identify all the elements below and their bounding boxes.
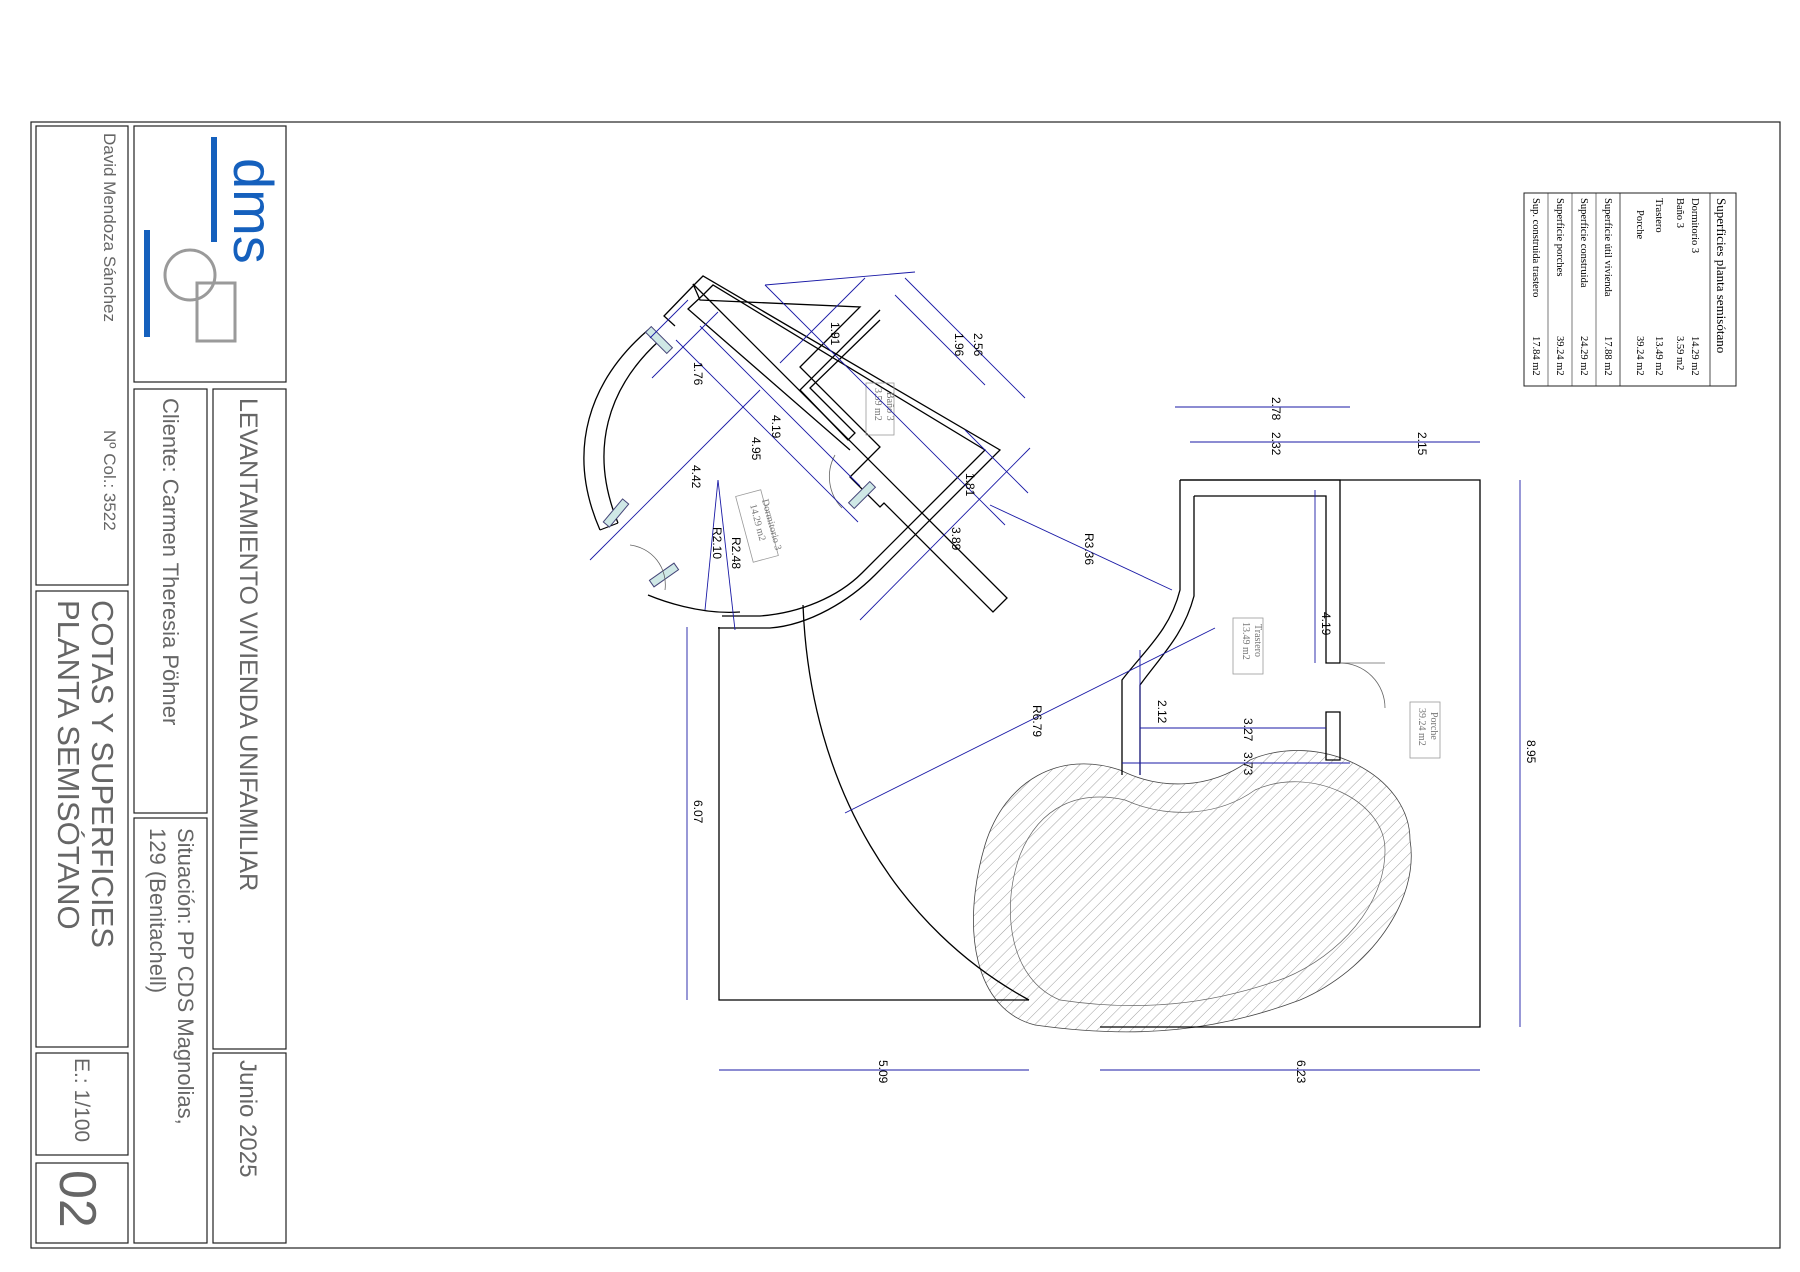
room-label-bano: Baño 3 3.59 m2 (865, 382, 895, 436)
floor-plan (583, 275, 1481, 1033)
surfaces-row-value: 24.29 m2 (1578, 336, 1589, 376)
dim-label: 5.09 (876, 1060, 890, 1084)
dim-label: R3.36 (1082, 533, 1096, 565)
title-block (35, 125, 287, 1244)
date: Junio 2025 (234, 1060, 261, 1177)
dim-label: 1.81 (963, 473, 977, 497)
surfaces-table: Superficies planta semisótano Dormitorio… (1523, 192, 1737, 387)
dim-label: 2.15 (1415, 432, 1429, 456)
author-name: David Mendoza Sánchez (100, 133, 119, 322)
dms-logo: dms (144, 137, 285, 343)
dim-label: 4.42 (689, 465, 703, 489)
surfaces-row-value: 17.84 m2 (1530, 336, 1541, 376)
svg-text:Trastero: Trastero (1252, 624, 1263, 657)
dimension-lines (589, 271, 1521, 1071)
dim-label: 3.27 (1241, 718, 1255, 742)
project-title: LEVANTAMIENTO VIVIENDA UNIFAMILIAR (234, 398, 262, 891)
situation-line2: 129 (Benitachell) (145, 828, 170, 993)
dim-label: R6.79 (1030, 705, 1044, 737)
sheet-frame (30, 121, 1781, 1249)
college-number: Nº Col.: 3522 (100, 430, 119, 531)
svg-text:Porche: Porche (1428, 712, 1439, 740)
surfaces-row-value: 39.24 m2 (1634, 336, 1645, 376)
scale: E.: 1/100 (70, 1058, 93, 1142)
surfaces-row-label: Superficie construida (1578, 198, 1589, 288)
logo-text: dms (222, 158, 285, 264)
dim-label: 1.96 (952, 333, 966, 357)
room-label-porche: Porche 39.24 m2 (1409, 701, 1441, 759)
client-name: Cliente: Carmen Theresia Pöhner (158, 398, 183, 725)
pool-shape (973, 750, 1412, 1033)
dim-label: R2.10 (710, 527, 724, 559)
dim-label: 4.19 (1319, 612, 1333, 636)
surfaces-row-label: Trastero (1653, 198, 1664, 233)
surfaces-row-value: 3.59 m2 (1674, 336, 1685, 370)
svg-text:39.24 m2: 39.24 m2 (1416, 708, 1427, 746)
svg-text:13.49 m2: 13.49 m2 (1240, 622, 1251, 660)
dim-label: 3.73 (1241, 752, 1255, 776)
dim-label: 2.78 (1269, 397, 1283, 421)
dim-label: 8.95 (1524, 740, 1538, 764)
dim-label: 6.07 (691, 800, 705, 824)
surfaces-row-label: Superficie útil vivienda (1602, 198, 1613, 297)
dim-label: 1.91 (828, 322, 842, 346)
surfaces-row-label: Baño 3 (1674, 198, 1685, 228)
dim-label: 2.12 (1155, 700, 1169, 724)
sheet-title-line2: PLANTA SEMISÓTANO (51, 600, 86, 930)
surfaces-row-label: Porche (1634, 210, 1645, 239)
svg-text:Baño 3: Baño 3 (884, 392, 895, 421)
dim-label: 1.76 (691, 362, 705, 386)
dim-label: 2.32 (1269, 432, 1283, 456)
surfaces-row-label: Sup. construida trastero (1530, 198, 1541, 297)
surfaces-row-value: 13.49 m2 (1653, 336, 1664, 376)
situation-line1: Situación: PP CDS Magnolias, (173, 828, 198, 1125)
dim-label: 4.95 (749, 437, 763, 461)
sheet-number: 02 (48, 1170, 106, 1228)
dim-label: 6.23 (1294, 1060, 1308, 1084)
surfaces-row-value: 17.88 m2 (1602, 336, 1613, 376)
room-label-trastero: Trastero 13.49 m2 (1232, 617, 1264, 675)
surfaces-row-value: 39.24 m2 (1554, 336, 1565, 376)
dim-label: 2.56 (971, 333, 985, 357)
svg-text:3.59 m2: 3.59 m2 (872, 388, 883, 421)
surfaces-row-label: Dormitorio 3 (1689, 198, 1700, 253)
dim-label: 3.89 (949, 527, 963, 551)
surfaces-row-value: 14.29 m2 (1689, 336, 1700, 376)
dim-label: 4.19 (769, 415, 783, 439)
sheet-title-line1: COTAS Y SUPERFICIES (85, 600, 120, 948)
dim-label: R2.48 (729, 537, 743, 569)
surfaces-row-label: Superficie porches (1554, 198, 1565, 276)
surfaces-table-title: Superficies planta semisótano (1714, 198, 1729, 353)
dimension-labels: 2.56 1.96 1.91 1.76 4.19 4.95 4.42 1.81 … (689, 322, 1538, 1084)
